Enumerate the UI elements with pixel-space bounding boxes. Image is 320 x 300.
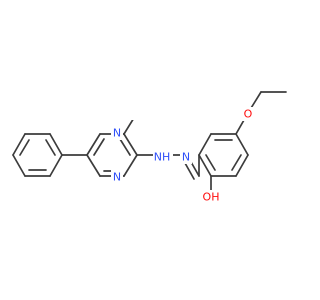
o-ether-label: O bbox=[244, 108, 253, 121]
bond bbox=[205, 154, 216, 171]
bonds bbox=[12, 91, 287, 191]
bond bbox=[198, 154, 212, 177]
nh-label: NH bbox=[154, 151, 171, 164]
structure-drawing: N N NH N O OH bbox=[12, 91, 287, 204]
bond bbox=[198, 133, 212, 156]
bond bbox=[235, 154, 249, 177]
bond bbox=[235, 133, 249, 156]
bond bbox=[45, 139, 56, 156]
bond bbox=[86, 133, 101, 156]
atom-n-ring1 bbox=[131, 108, 143, 120]
n-imine-label: N bbox=[182, 151, 190, 164]
bond bbox=[12, 133, 26, 156]
bond bbox=[49, 133, 63, 156]
bond bbox=[86, 154, 101, 177]
oh-label: OH bbox=[203, 191, 220, 204]
bond bbox=[19, 139, 30, 156]
n-ring1-label: N bbox=[113, 127, 121, 140]
bond bbox=[123, 154, 138, 177]
bond bbox=[119, 138, 131, 156]
bond bbox=[93, 138, 105, 156]
bond bbox=[12, 154, 26, 177]
n-ring3-label: N bbox=[113, 171, 121, 184]
labels: N N NH N O OH bbox=[111, 107, 254, 204]
bond bbox=[231, 154, 242, 171]
atom-labels bbox=[131, 108, 143, 120]
bond bbox=[49, 154, 63, 177]
bond bbox=[123, 133, 138, 156]
bond bbox=[184, 162, 195, 180]
